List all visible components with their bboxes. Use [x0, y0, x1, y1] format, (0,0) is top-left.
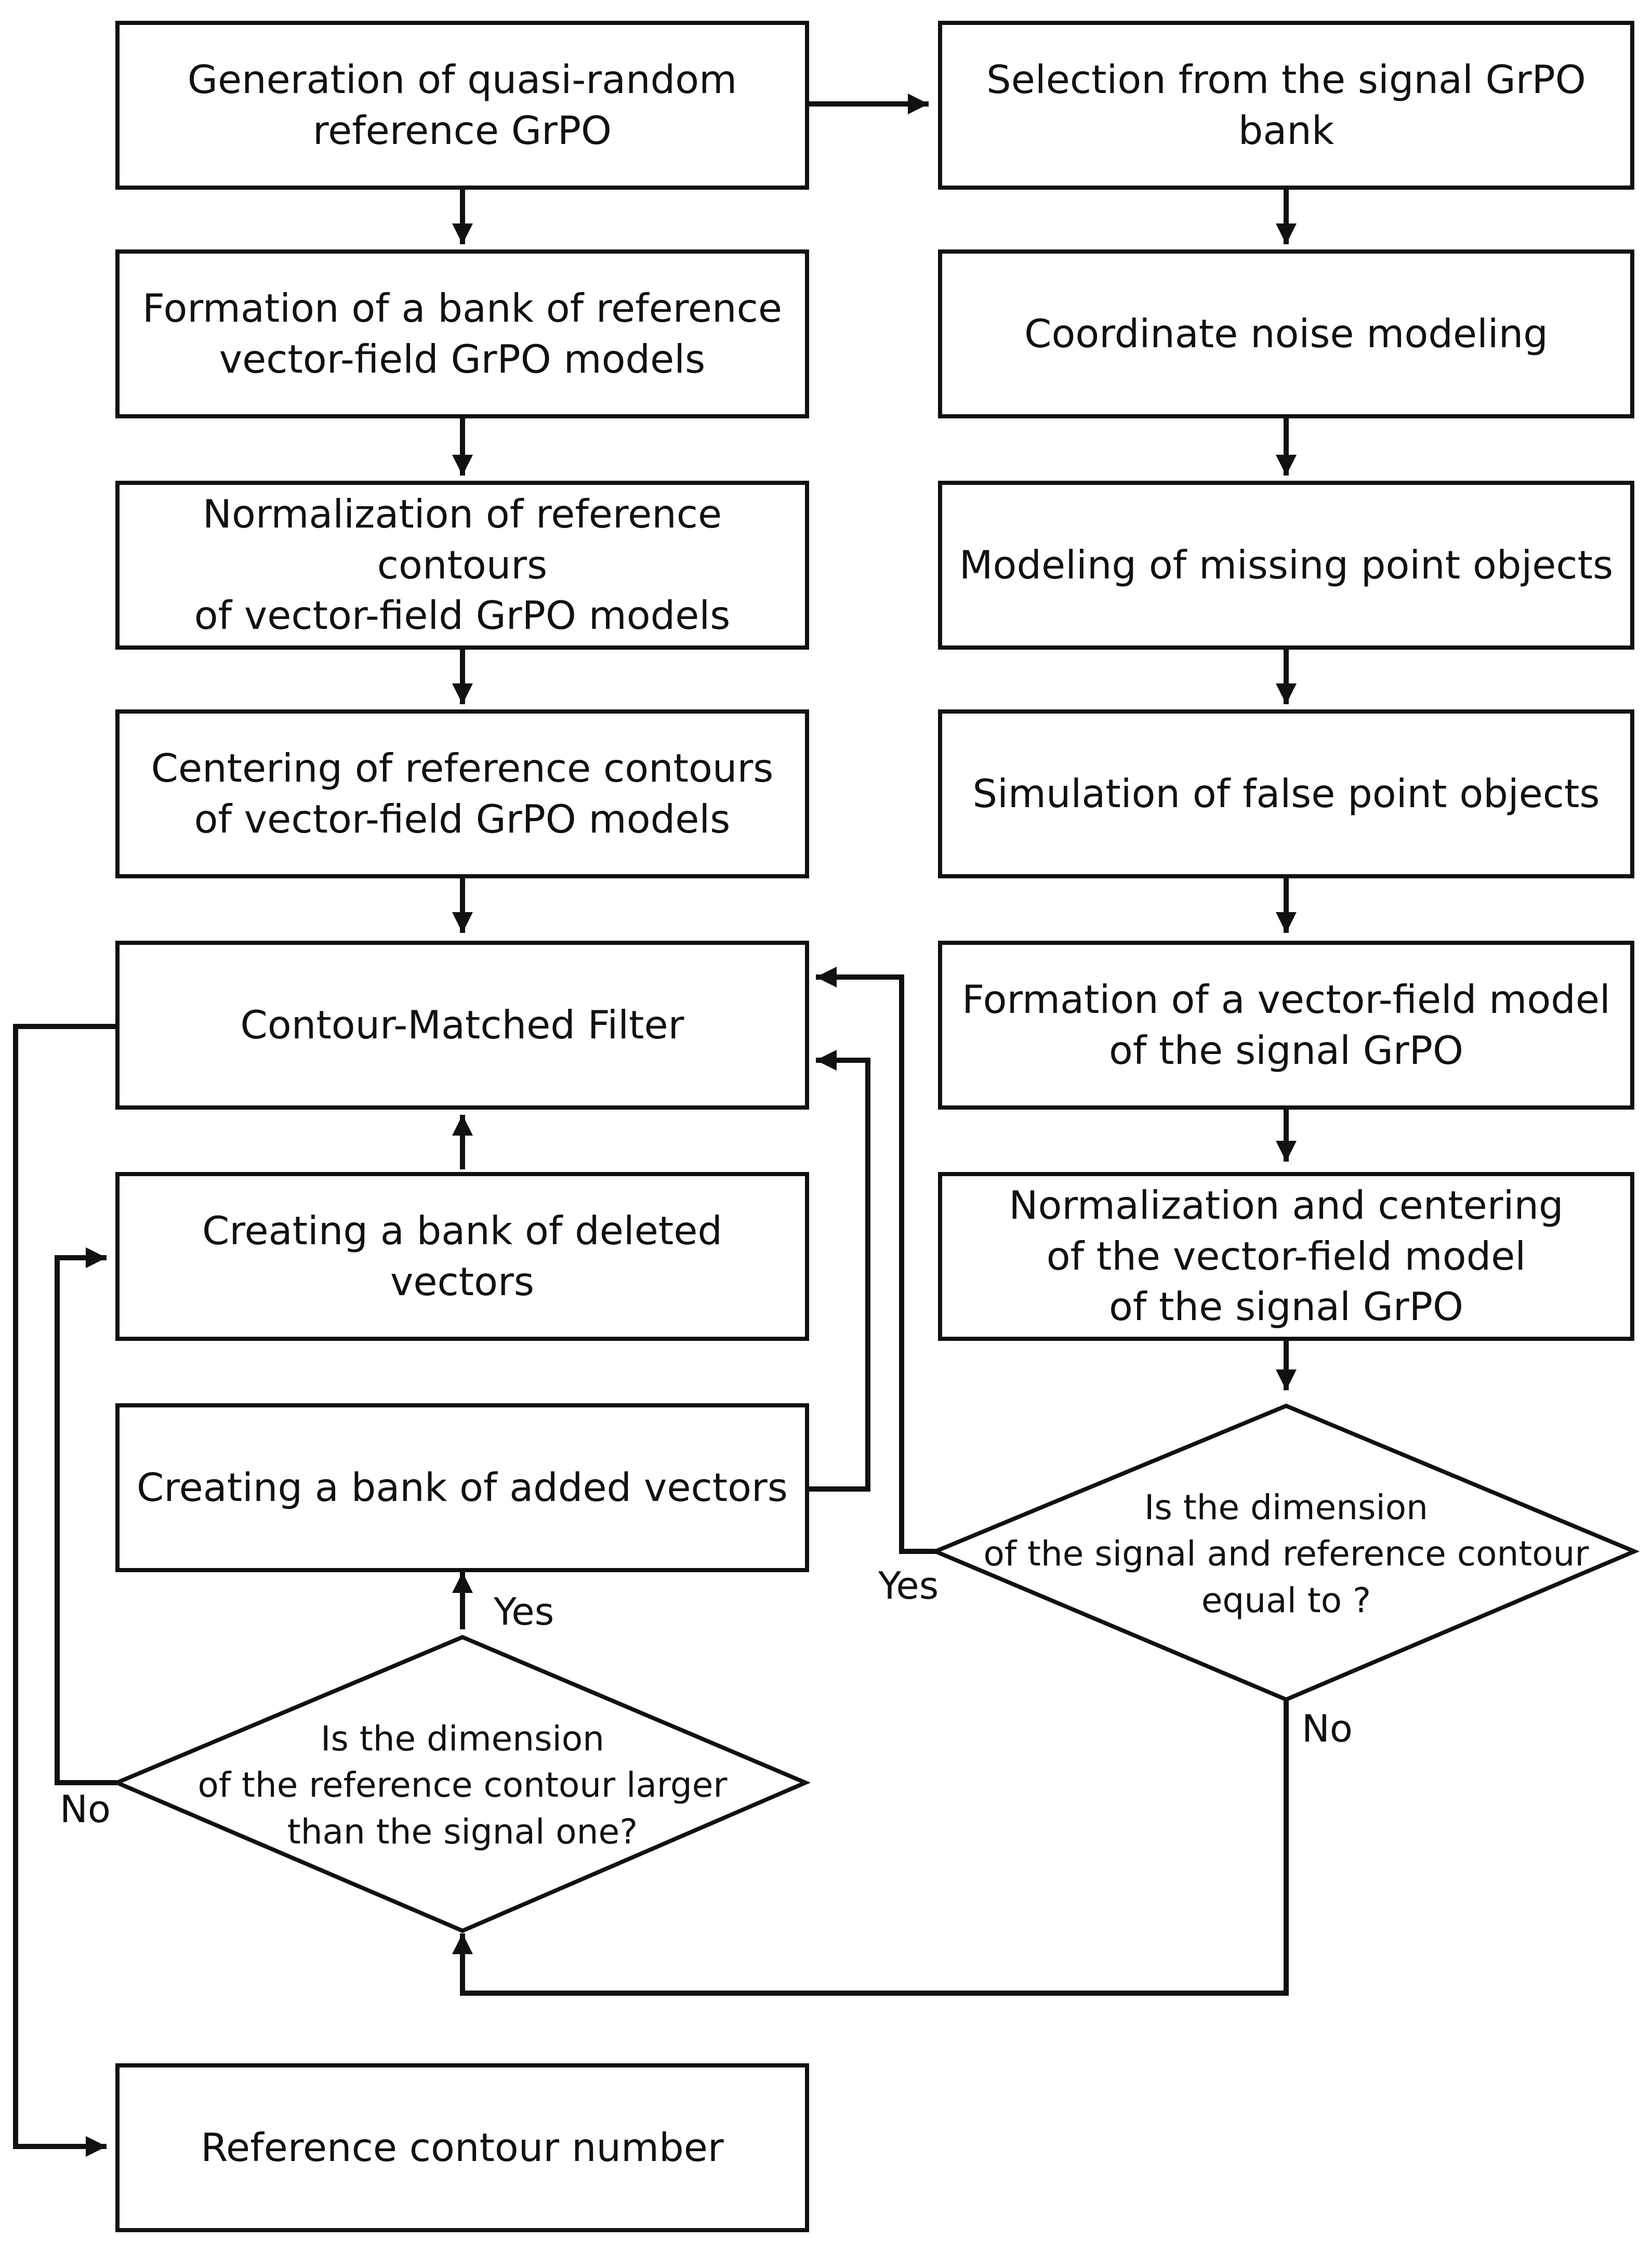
normalization-signal-box: Normalization and centering of the vecto… — [938, 1172, 1634, 1341]
decision-equal-text: Is the dimension of the signal and refer… — [983, 1487, 1589, 1620]
centering-reference-box: Centering of reference contours of vecto… — [115, 709, 809, 878]
arrow-equal-yes-to-filter — [816, 967, 935, 1554]
added-vectors-box: Creating a bank of added vectors — [115, 1403, 809, 1572]
false-objects-box: Simulation of false point objects — [938, 709, 1634, 878]
arrow-filter-to-reference-number — [13, 1024, 117, 2157]
coordinate-noise-box: Coordinate noise modeling — [938, 249, 1634, 418]
decision-larger-text: Is the dimension of the reference contou… — [197, 1719, 728, 1852]
generation-box: Generation of quasi-random reference GrP… — [115, 21, 809, 190]
yes-label-larger: Yes — [494, 1590, 554, 1633]
normalization-reference-box: Normalization of reference contours of v… — [115, 481, 809, 650]
arrow-larger-no-to-deleted — [55, 1247, 117, 1785]
no-label-larger: No — [60, 1787, 111, 1831]
decision-diamond-equal — [930, 1403, 1640, 1702]
formation-signal-box: Formation of a vector-field model of the… — [938, 941, 1634, 1110]
missing-objects-box: Modeling of missing point objects — [938, 481, 1634, 650]
contour-matched-filter-box: Contour-Matched Filter — [115, 941, 809, 1110]
arrow-added-to-filter — [805, 1050, 870, 1492]
selection-box: Selection from the signal GrPO bank — [938, 21, 1634, 190]
yes-label-equal: Yes — [878, 1564, 939, 1608]
no-label-equal: No — [1302, 1707, 1353, 1750]
arrow-equal-no-to-larger — [452, 1699, 1289, 1996]
decision-diamond-larger — [111, 1635, 811, 1933]
reference-contour-number-box: Reference contour number — [115, 2063, 809, 2232]
formation-bank-box: Formation of a bank of reference vector-… — [115, 249, 809, 418]
deleted-vectors-box: Creating a bank of deleted vectors — [115, 1172, 809, 1341]
